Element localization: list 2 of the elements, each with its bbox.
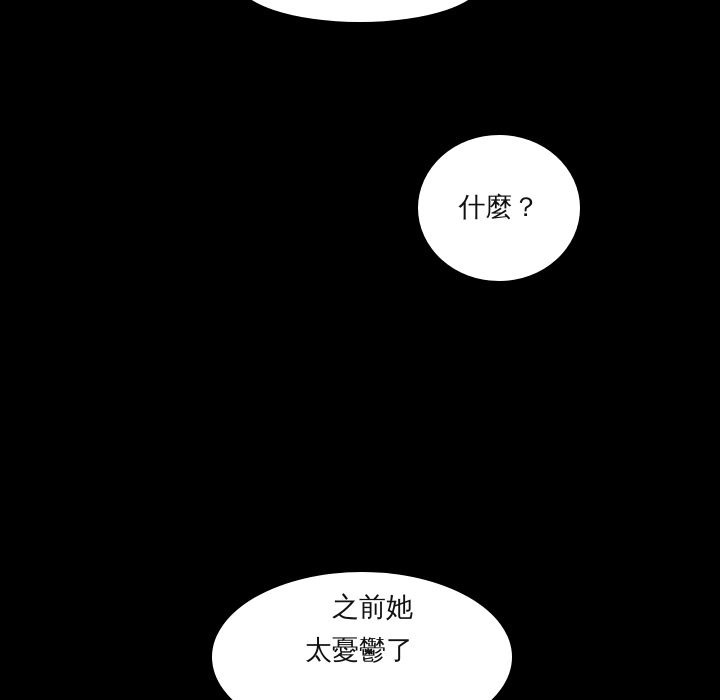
- speech-text: 什麼？: [458, 190, 540, 225]
- speech-text: 之前她太憂鬱了: [304, 591, 414, 668]
